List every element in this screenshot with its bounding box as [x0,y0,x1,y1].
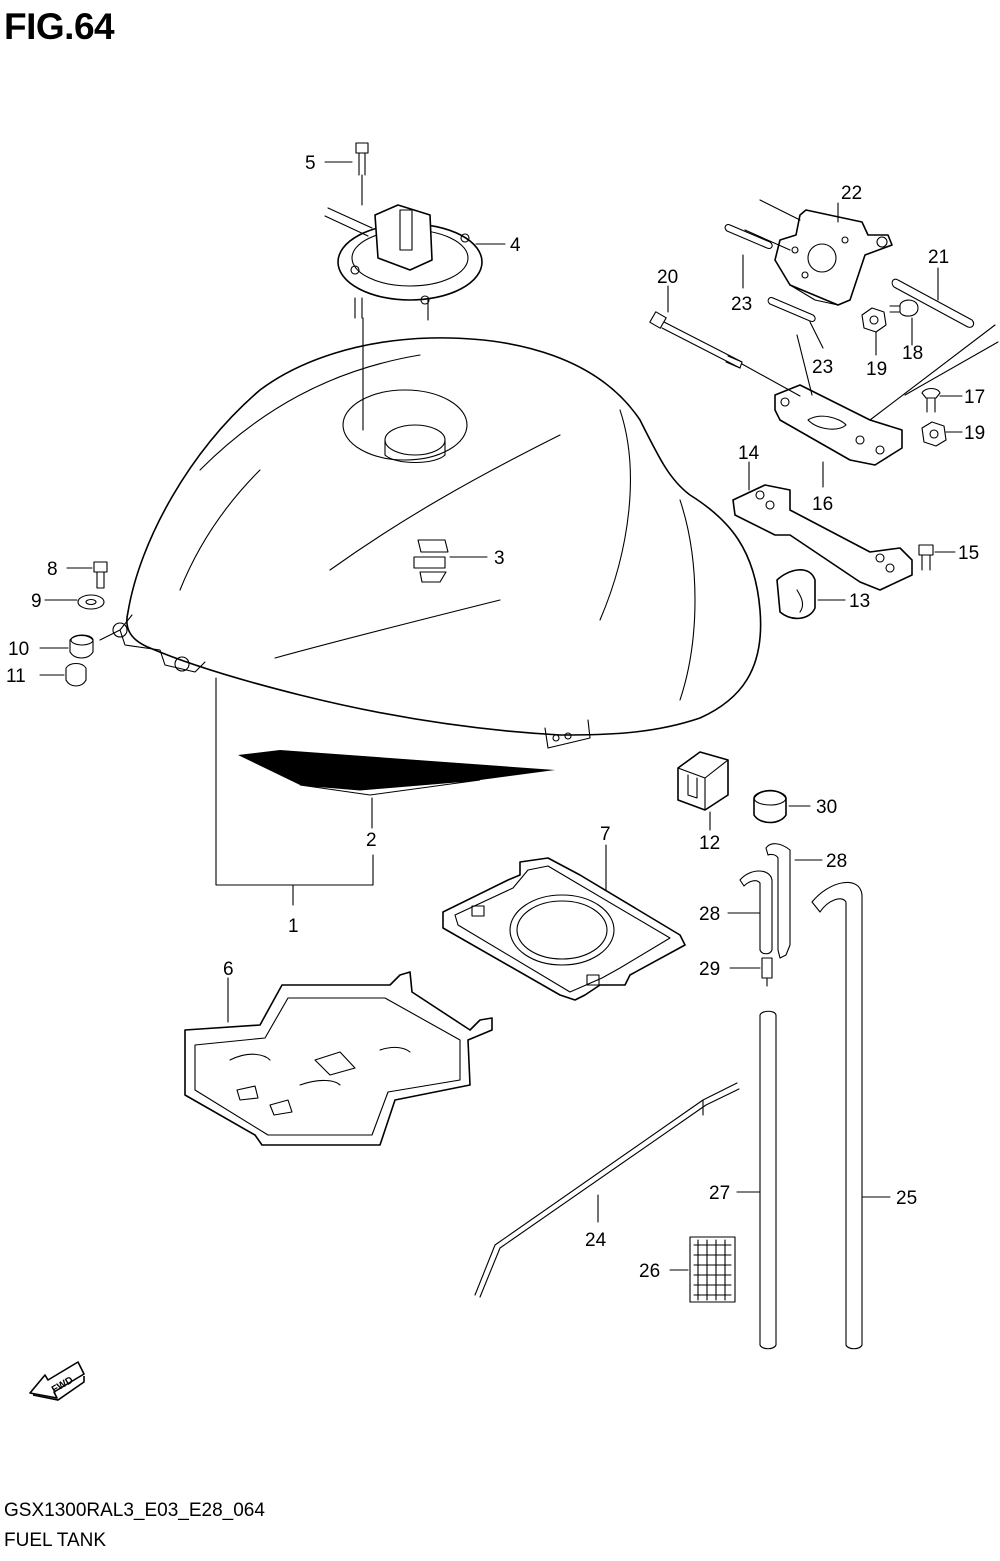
callout-1: 1 [288,916,299,937]
figure-name: FUEL TANK [4,1530,107,1551]
callout-28-right: 28 [826,851,847,872]
callout-11: 11 [6,666,26,687]
callout-21: 21 [928,247,949,268]
shaft-21[interactable] [891,278,975,328]
callout-18: 18 [902,343,923,364]
long-bolt-20[interactable] [649,311,743,369]
callout-24: 24 [585,1230,607,1251]
callout-23-left: 23 [731,294,752,315]
callout-2: 2 [366,830,377,851]
screw-17[interactable] [921,387,941,413]
bracket-16[interactable] [774,384,903,466]
figure-code: GSX1300RAL3_E03_E28_064 [4,1500,265,1521]
joint-29[interactable] [761,957,773,987]
tank-decal-stripe[interactable] [238,750,555,796]
mesh-sheet-26[interactable] [689,1236,736,1303]
cushion-10[interactable] [69,634,94,659]
callout-26: 26 [639,1261,660,1282]
callout-15: 15 [958,543,979,564]
nut-19-upper[interactable] [861,307,887,333]
collar-30[interactable] [753,789,787,824]
figure-title: FIG.64 [4,6,115,47]
callout-5: 5 [305,153,316,174]
bolt-15[interactable] [918,544,934,571]
callout-29: 29 [699,959,720,980]
collar-11[interactable] [65,662,87,687]
hinge-bracket-22[interactable] [774,209,893,306]
callout-30: 30 [816,797,837,818]
hose-28-right[interactable] [765,843,791,959]
bolt-20-alignment-line [741,363,801,397]
hose-27[interactable] [759,1010,777,1350]
nut-19-lower[interactable] [921,421,947,447]
callout-8: 8 [47,559,58,580]
hose-28-left[interactable] [739,870,773,955]
callout-4: 4 [510,235,521,256]
pin-23-left[interactable] [724,224,773,249]
hinge-assembly-lines [744,199,999,421]
callout-27: 27 [709,1183,730,1204]
callout-16: 16 [812,494,833,515]
callout-7: 7 [600,824,611,845]
callout-14: 14 [738,443,760,464]
callout-13: 13 [849,591,870,612]
callout-28-left: 28 [699,904,720,925]
callout-20: 20 [657,267,678,288]
bolt-18[interactable] [889,299,919,317]
callout-17: 17 [964,387,985,408]
bracket-line-1 [215,677,374,886]
callout-25: 25 [896,1188,917,1209]
callout-6: 6 [223,959,234,980]
forward-direction-arrow: FWD [29,1361,85,1401]
callout-10: 10 [8,639,29,660]
cushion-13[interactable] [776,569,816,620]
rubber-block-12[interactable] [677,751,729,811]
fuel-tank-body[interactable] [112,337,762,749]
fuel-cap-assembly[interactable] [324,204,483,321]
callout-22: 22 [841,183,862,204]
callout-3: 3 [494,548,505,569]
mount-link-line [99,614,133,641]
washer-9[interactable] [77,594,105,610]
callout-19-upper: 19 [866,359,887,380]
suzuki-emblem[interactable] [413,539,449,583]
mounting-bolt-8[interactable] [93,561,108,589]
cap-screw[interactable] [355,142,369,176]
callout-23-right: 23 [812,357,833,378]
tank-cushion-plate[interactable] [442,857,686,1001]
rod-24[interactable] [474,1082,740,1298]
tank-under-sheet[interactable] [184,971,493,1146]
hose-25[interactable] [811,881,863,1350]
bracket-14[interactable] [732,484,913,591]
leader-line-23b [809,321,824,349]
callout-19-lower: 19 [964,423,985,444]
callout-12: 12 [699,833,720,854]
pin-23-right[interactable] [767,297,816,322]
callout-9: 9 [31,591,42,612]
